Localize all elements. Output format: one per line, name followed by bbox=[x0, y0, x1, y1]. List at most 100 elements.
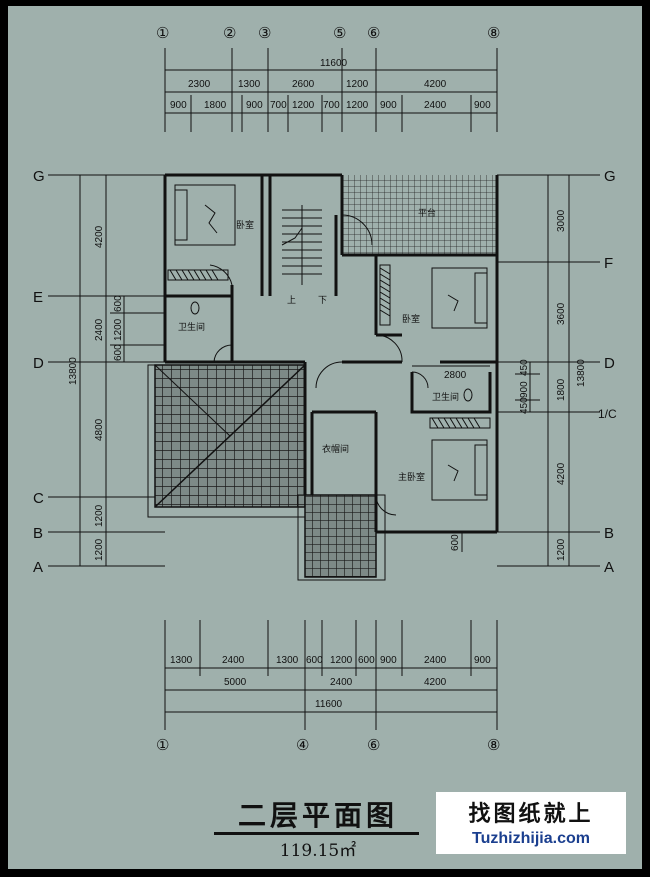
left-dimension-lines bbox=[48, 174, 165, 567]
dim-bot-r1-5: 1200 bbox=[330, 655, 353, 666]
dim-bot-r1-7: 900 bbox=[380, 655, 397, 666]
axis-right-D: D bbox=[604, 355, 615, 372]
dim-right-o2: 3600 bbox=[556, 302, 567, 325]
dim-top-r1-4: 1200 bbox=[346, 79, 369, 90]
dim-left-i3: 600 bbox=[113, 344, 124, 361]
dim-left-inner: 600 1200 600 bbox=[113, 295, 124, 361]
dim-right-inner: 450 900 450 bbox=[519, 359, 530, 414]
dim-right-i3: 450 bbox=[519, 397, 530, 414]
label-stair-down: 下 bbox=[318, 295, 327, 305]
top-dimension-lines bbox=[164, 48, 498, 132]
axis-bot-4: ④ bbox=[296, 737, 309, 754]
dim-bot-r2-1: 5000 bbox=[224, 677, 247, 688]
watermark-url: Tuzhizhijia.com bbox=[472, 830, 590, 847]
dim-top-r2-1: 900 bbox=[170, 100, 187, 111]
terrace-grid bbox=[342, 175, 497, 255]
axis-top-2: ② bbox=[223, 25, 236, 42]
bottom-dimension-lines bbox=[164, 620, 498, 730]
walls bbox=[163, 173, 499, 534]
dim-left-o5: 1200 bbox=[94, 538, 105, 561]
beds bbox=[174, 184, 488, 501]
watermark-text: 找图纸就上 bbox=[468, 802, 594, 827]
dim-right-o1: 3000 bbox=[556, 209, 567, 232]
dim-top-total: 11600 bbox=[320, 58, 348, 69]
dim-600: 600 bbox=[450, 534, 461, 551]
axis-right-1C: 1/C bbox=[598, 407, 617, 421]
dim-top-r2-5: 1200 bbox=[292, 100, 315, 111]
dim-bottom-row1: 1300 2400 1300 600 1200 600 900 2400 900 bbox=[170, 655, 491, 666]
axis-left-C: C bbox=[33, 490, 44, 507]
axis-left-B: B bbox=[33, 525, 43, 542]
plan-area: 119.15㎡ bbox=[279, 841, 357, 861]
dim-top-r1-1: 2300 bbox=[188, 79, 211, 90]
dim-bot-r2-3: 4200 bbox=[424, 677, 447, 688]
label-master-bedroom: 主卧室 bbox=[398, 471, 425, 482]
axis-left-A: A bbox=[33, 559, 43, 576]
dim-left-o2: 2400 bbox=[94, 318, 105, 341]
axis-top-1: ① bbox=[156, 25, 169, 42]
label-bathroom-e: 卫生间 bbox=[432, 391, 459, 402]
axis-bot-8: ⑧ bbox=[487, 737, 500, 754]
dim-right-o4: 4200 bbox=[556, 462, 567, 485]
right-dimension-lines bbox=[497, 174, 600, 567]
axis-left-G: G bbox=[33, 168, 45, 185]
dim-2800: 2800 bbox=[444, 370, 467, 381]
dim-left-total: 13800 bbox=[68, 357, 79, 385]
title-underline bbox=[214, 832, 419, 835]
axis-left-D: D bbox=[33, 355, 44, 372]
dim-right-outer: 3000 3600 1800 4200 1200 bbox=[556, 209, 567, 561]
dim-left-outer: 4200 2400 4800 1200 1200 bbox=[94, 225, 105, 561]
dim-left-i1: 600 bbox=[113, 295, 124, 312]
title-block: 二层平面图 119.15㎡ bbox=[208, 794, 428, 861]
fixtures bbox=[190, 301, 473, 402]
dim-bot-r1-4: 600 bbox=[306, 655, 323, 666]
dim-right-total: 13800 bbox=[576, 359, 587, 387]
label-stair-up: 上 bbox=[287, 295, 296, 305]
dim-right-o5: 1200 bbox=[556, 538, 567, 561]
roof-tiles-west bbox=[147, 364, 306, 518]
axis-bubbles-top: ① ② ③ ⑤ ⑥ ⑧ bbox=[156, 25, 500, 42]
entry-steps-tiles bbox=[297, 494, 386, 581]
dim-top-row1: 2300 1300 2600 1200 4200 bbox=[188, 79, 447, 90]
dim-top-row2: 900 1800 900 700 1200 700 1200 900 2400 … bbox=[170, 100, 491, 111]
axis-right-B: B bbox=[604, 525, 614, 542]
dim-right-i1: 450 bbox=[519, 359, 530, 376]
dim-bottom-row2: 5000 2400 4200 bbox=[224, 677, 447, 688]
dim-bot-r1-1: 1300 bbox=[170, 655, 193, 666]
dim-top-r2-2: 1800 bbox=[204, 100, 227, 111]
watermark-box: 找图纸就上 Tuzhizhijia.com bbox=[436, 792, 626, 854]
dim-right-o3: 1800 bbox=[556, 378, 567, 401]
label-terrace: 平台 bbox=[418, 207, 436, 218]
axis-bot-6: ⑥ bbox=[367, 737, 380, 754]
axis-top-6: ⑥ bbox=[367, 25, 380, 42]
axis-left-E: E bbox=[33, 289, 43, 306]
axis-right-A: A bbox=[604, 559, 614, 576]
axis-right-G: G bbox=[604, 168, 616, 185]
dim-top-r2-7: 1200 bbox=[346, 100, 369, 111]
wardrobes bbox=[167, 264, 491, 429]
axis-top-5: ⑤ bbox=[333, 25, 346, 42]
plan-title: 二层平面图 bbox=[237, 799, 398, 832]
dim-bot-r1-8: 2400 bbox=[424, 655, 447, 666]
dim-top-r1-3: 2600 bbox=[292, 79, 315, 90]
room-labels: 卧室 平台 卧室 卫生间 上 下 卫生间 衣帽间 主卧室 bbox=[178, 207, 459, 482]
dim-top-r2-9: 2400 bbox=[424, 100, 447, 111]
label-bedroom-e: 卧室 bbox=[402, 313, 420, 324]
dim-right-i2: 900 bbox=[519, 381, 530, 398]
axis-top-3: ③ bbox=[258, 25, 271, 42]
axis-bubbles-left: G E D C B A bbox=[33, 168, 45, 576]
axis-bot-1: ① bbox=[156, 737, 169, 754]
axis-right-F: F bbox=[604, 255, 613, 272]
dim-bot-r1-3: 1300 bbox=[276, 655, 299, 666]
dim-left-o1: 4200 bbox=[94, 225, 105, 248]
label-bathroom-w: 卫生间 bbox=[178, 321, 205, 332]
doors bbox=[209, 214, 429, 516]
dim-bot-r1-6: 600 bbox=[358, 655, 375, 666]
dim-top-r2-8: 900 bbox=[380, 100, 397, 111]
dim-top-r1-5: 4200 bbox=[424, 79, 447, 90]
dim-top-r2-4: 700 bbox=[270, 100, 287, 111]
floor-plan-drawing: 11600 2300 1300 2600 1200 4200 900 1800 … bbox=[33, 25, 617, 754]
dim-top-r1-2: 1300 bbox=[238, 79, 261, 90]
dim-top-r2-3: 900 bbox=[246, 100, 263, 111]
